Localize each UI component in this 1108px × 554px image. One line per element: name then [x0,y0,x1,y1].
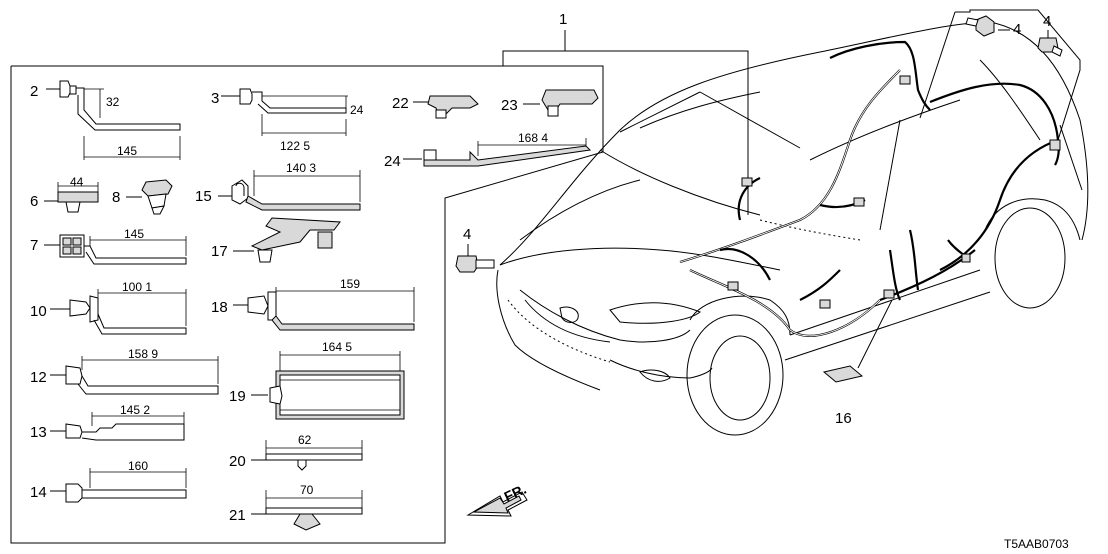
part-3-bracket [221,88,348,136]
dimension-44: 44 [70,175,84,189]
part-18-clip [233,287,415,331]
callout-8: 8 [112,189,120,206]
dimension-24: 24 [350,103,364,117]
part-12-clip [50,356,219,395]
part-7-connector [44,234,187,265]
callout-1: 1 [559,11,567,28]
callout-22: 22 [392,95,409,112]
dimension-62: 62 [298,433,312,447]
diagram-code: T5AAB0703 [1004,537,1069,551]
callout-16: 16 [835,410,852,427]
part-21-band [251,490,363,531]
dimension-100-1: 100 1 [122,280,152,294]
part-22-clip [413,95,479,119]
parts-frame [10,30,749,544]
dimension-32: 32 [106,95,120,109]
part-10-clip [50,289,187,335]
callout-19: 19 [229,388,246,405]
part-20-band [251,440,363,471]
dimension-140-3: 140 3 [286,161,316,175]
part-16-pad [822,365,864,383]
part-2-bracket [46,80,181,160]
part-24-bracket [403,138,592,167]
car-outline [496,21,1089,436]
callout-10: 10 [30,303,47,320]
dimension-145-part-2: 145 [117,144,137,158]
part-14-connector [50,468,187,503]
callout-17: 17 [211,243,228,260]
callout-18: 18 [211,299,228,316]
callout-12: 12 [30,369,47,386]
callout-15: 15 [195,188,212,205]
callout-23: 23 [501,97,518,114]
callout-4-top: 4 [1013,21,1021,38]
dimension-160: 160 [128,459,148,473]
dimension-145-part-7: 145 [124,227,144,241]
part-19-tape [251,351,405,420]
part-13-clip [50,412,185,441]
callout-6: 6 [30,193,38,210]
callout-7: 7 [30,237,38,254]
wire-harness [679,40,1061,337]
callout-2: 2 [30,83,38,100]
callout-13: 13 [30,424,47,441]
bolt-4-top [965,15,1010,37]
callout-24: 24 [384,153,401,170]
callout-labels: 1 2 3 4 4 4 6 7 8 10 12 13 14 15 16 17 1… [30,11,1051,524]
front-arrow [466,491,528,517]
dimension-168-4: 168 4 [518,131,548,145]
dimension-70: 70 [300,483,314,497]
callout-14: 14 [30,484,47,501]
bolt-4-left [455,244,495,273]
part-23-clip [523,89,599,117]
dimension-158-9: 158 9 [128,347,158,361]
part-6-clip [44,182,99,213]
bolt-4-right [1037,30,1063,57]
callout-4-bracket [955,9,1081,141]
callout-3: 3 [211,90,219,107]
part-15-clamp [218,170,361,211]
dimension-159: 159 [340,277,360,291]
part-8-clip [126,179,173,215]
dimension-164-5: 164 5 [322,340,352,354]
dimension-122-5: 122 5 [280,139,310,153]
callout-21: 21 [229,507,246,524]
callout-20: 20 [229,453,246,470]
part-17-clip [233,217,341,263]
callout-4-left: 4 [463,226,471,243]
dimension-145-2: 145 2 [120,403,150,417]
